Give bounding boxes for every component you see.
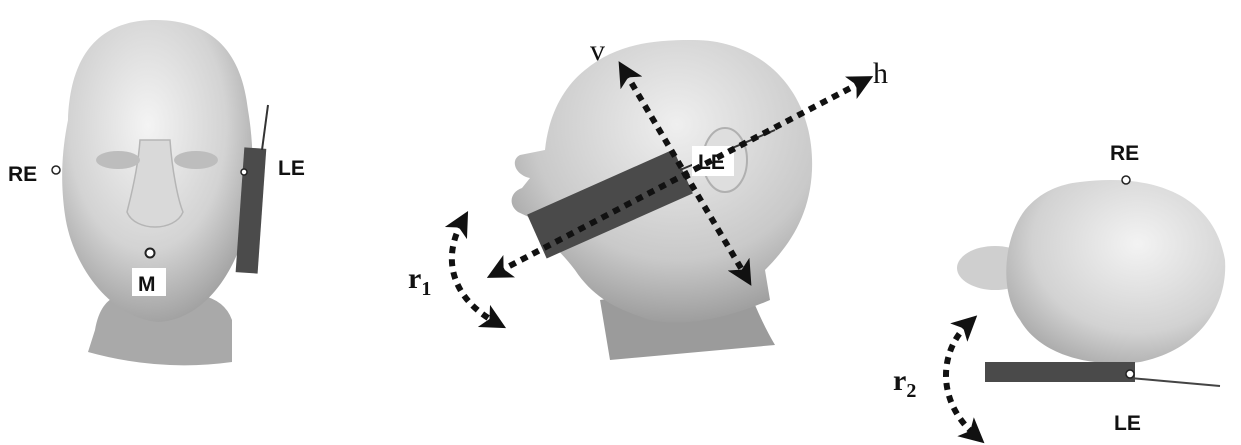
top-device-antenna (1130, 378, 1220, 386)
front-right-ear-label: RE (8, 163, 37, 186)
front-left-ear-label: LE (278, 157, 305, 180)
front-device-antenna (262, 105, 268, 150)
front-mouth-marker (146, 249, 155, 258)
top-right-ear-marker (1122, 176, 1130, 184)
top-head-shape (1006, 180, 1225, 363)
top-view: RE LE r2 (893, 142, 1225, 435)
front-right-ear-marker (52, 166, 60, 174)
front-eye-left (96, 151, 140, 169)
side-view: LE v h r1 (408, 34, 888, 360)
top-rotation-r2-label: r2 (893, 364, 916, 402)
side-vertical-label: v (590, 34, 605, 67)
front-view: RE LE M (8, 20, 305, 365)
side-rotation-r1-label: r1 (408, 262, 431, 300)
top-right-ear-label: RE (1110, 142, 1139, 165)
top-left-ear-label: LE (1114, 412, 1141, 435)
front-mouth-label: M (138, 273, 156, 296)
side-horizontal-label: h (873, 57, 888, 90)
top-rotation-r2-arrow (946, 324, 975, 435)
top-left-ear-marker (1126, 370, 1134, 378)
top-device (985, 362, 1135, 382)
side-rotation-r1-arrow (452, 222, 495, 322)
front-eye-right (174, 151, 218, 169)
front-left-ear-marker (241, 169, 247, 175)
